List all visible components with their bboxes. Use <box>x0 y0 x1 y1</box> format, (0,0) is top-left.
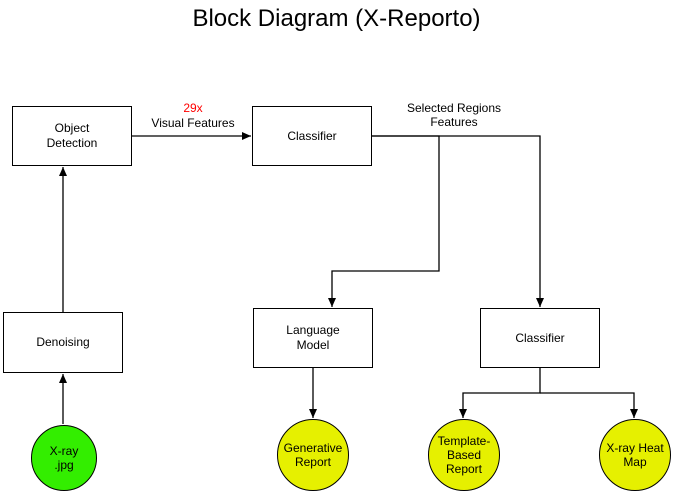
classifier-bottom-node: Classifier <box>480 308 600 368</box>
xray-input-node: X-ray .jpg <box>31 425 97 491</box>
object-detection-node: Object Detection <box>12 106 132 166</box>
edge-classifier-to-classifier <box>372 135 544 307</box>
diagram-title: Block Diagram (X-Reporto) <box>192 5 481 32</box>
language-model-node: Language Model <box>253 308 373 368</box>
selected-regions-label: Selected Regions Features <box>406 101 502 129</box>
edge-classifier-to-heatmap <box>540 392 638 418</box>
visual-features-label: Visual Features <box>151 116 235 130</box>
edge-classifier-to-template <box>459 368 541 418</box>
feature-count-label: 29x <box>183 101 203 115</box>
classifier-top-node: Classifier <box>252 106 372 166</box>
template-report-node: Template- Based Report <box>428 419 500 491</box>
heat-map-node: X-ray Heat Map <box>599 419 671 491</box>
denoising-node: Denoising <box>3 312 123 373</box>
generative-report-node: Generative Report <box>277 419 349 491</box>
